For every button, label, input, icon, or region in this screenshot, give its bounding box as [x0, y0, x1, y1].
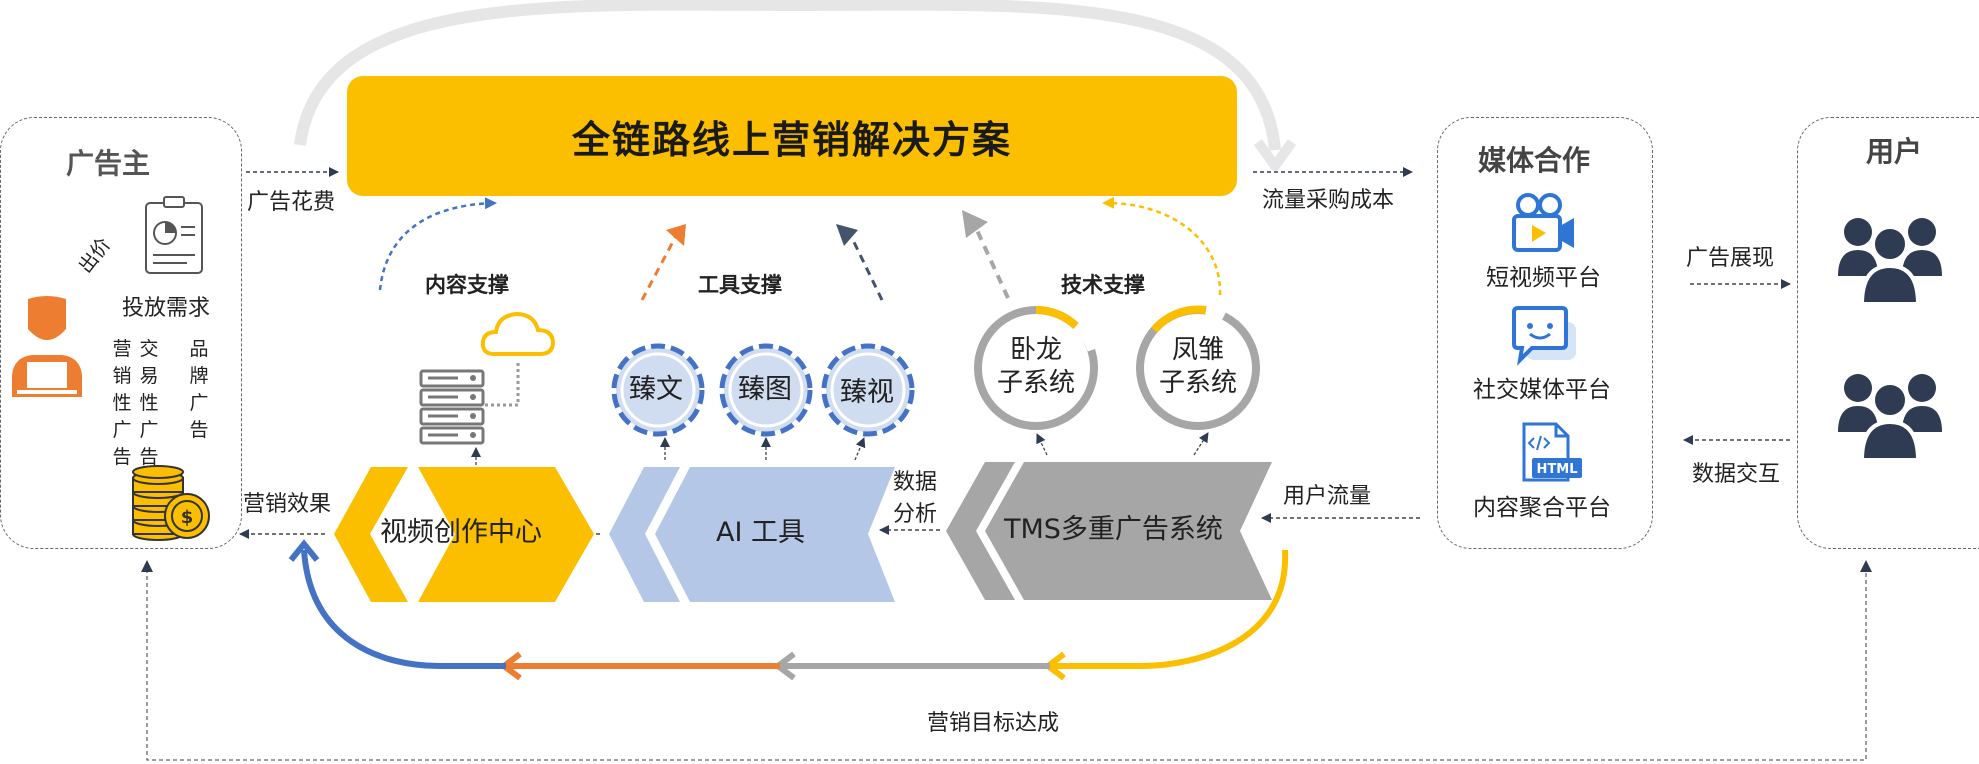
tool-circle-zhentu	[719, 343, 813, 437]
loop-blue	[301, 549, 506, 669]
col3-char: 广	[189, 392, 209, 414]
tech-support-arrow-gray	[974, 227, 1010, 299]
video-camera-icon	[1512, 193, 1574, 252]
ai-tools-label: AI 工具	[716, 517, 806, 548]
col1-char: 性	[112, 392, 132, 414]
subsystem-line: 子系统	[996, 367, 1075, 398]
users-title: 用户	[1866, 135, 1923, 168]
col3-char: 牌	[189, 365, 209, 387]
solution-title-bar: 全链路线上营销解决方案	[347, 76, 1237, 196]
chevron-video-center	[334, 467, 594, 602]
svg-text:$: $	[181, 507, 194, 528]
subsystem-line: 子系统	[1158, 367, 1237, 398]
subsystem-fengchu-label: 凤雏 子系统	[1134, 334, 1262, 399]
cloud-icon	[480, 311, 556, 356]
solution-title: 全链路线上营销解决方案	[571, 117, 1012, 162]
media-item-social: 社交媒体平台	[1473, 377, 1611, 403]
need-label: 投放需求	[122, 296, 211, 321]
tech-support-label: 技术支撑	[1061, 273, 1145, 297]
clipboard-chart-icon	[145, 196, 203, 274]
tool-label-zhentu: 臻图	[738, 374, 792, 405]
col2-char: 易	[139, 365, 159, 387]
media-item-short-video: 短视频平台	[1486, 265, 1601, 291]
col2-char: 广	[139, 419, 159, 441]
chevron-tms	[946, 462, 1272, 600]
chevron-ai-tools	[609, 467, 895, 602]
server-icon	[419, 369, 485, 445]
users-panel	[1797, 117, 1979, 549]
tool-circle-zhenwen	[611, 343, 705, 437]
coin-stack-icon: $	[132, 465, 210, 541]
tool-support-arrow-navy	[850, 237, 884, 301]
col2-char: 告	[139, 446, 159, 468]
html-file-icon: HTML	[1522, 422, 1582, 482]
col2-char: 性	[139, 392, 159, 414]
user-traffic-label: 用户流量	[1283, 484, 1372, 509]
data-analysis-label-1: 数据	[893, 470, 938, 495]
data-interaction-label: 数据交互	[1692, 462, 1781, 487]
col1-char: 告	[112, 446, 132, 468]
subsystem-line: 凤雏	[1171, 335, 1224, 365]
video-center-label: 视频创作中心	[380, 517, 542, 548]
col1-char: 广	[112, 419, 132, 441]
col2-char: 交	[139, 338, 159, 360]
data-analysis-label-2: 分析	[893, 502, 938, 527]
col1-char: 销	[112, 365, 132, 387]
col3-char: 告	[189, 419, 209, 441]
advertiser-panel	[0, 117, 242, 549]
subsystem-line: 卧龙	[1009, 335, 1062, 365]
user-group-icon	[1838, 374, 1942, 462]
ad-spend-label: 广告花费	[247, 190, 336, 215]
goal-achieved-loop	[146, 562, 1867, 761]
person-laptop-icon	[12, 296, 82, 397]
subsystem-wolong-label: 卧龙 子系统	[972, 334, 1100, 399]
brand-ad-column: 品 牌 广 告	[188, 336, 210, 444]
tool-label-zhenshi: 臻视	[840, 377, 894, 408]
tool-support-label: 工具支撑	[698, 273, 782, 297]
media-item-aggregator: 内容聚合平台	[1473, 495, 1611, 521]
subsystem-ring-wolong	[974, 306, 1098, 430]
loop-yellow	[1052, 549, 1289, 669]
tech-support-arrow-yellow	[1102, 196, 1222, 296]
subsystem-ring-fengchu	[1136, 305, 1260, 430]
media-title: 媒体合作	[1478, 144, 1591, 177]
svg-text:HTML: HTML	[1537, 462, 1578, 477]
top-loop-arrow	[294, 0, 1281, 151]
tool-circle-zhenshi	[821, 343, 915, 437]
content-support-label: 内容支撑	[425, 273, 509, 297]
user-group-icon	[1838, 218, 1942, 306]
col1-char: 营	[112, 338, 132, 360]
transaction-ad-column: 交 易 性 广 告	[138, 336, 160, 471]
goal-achieved-label: 营销目标达成	[927, 711, 1060, 736]
tool-support-arrow-orange	[640, 235, 678, 301]
marketing-effect-label: 营销效果	[243, 492, 332, 517]
chat-bubble-icon	[1512, 306, 1576, 366]
traffic-cost-label: 流量采购成本	[1262, 188, 1395, 213]
tms-label: TMS多重广告系统	[1004, 514, 1223, 545]
tool-label-zhenwen: 臻文	[629, 374, 683, 405]
advertiser-title: 广告主	[66, 147, 151, 180]
marketing-ad-column: 营 销 性 广 告	[111, 336, 133, 471]
col3-char: 品	[189, 338, 209, 360]
ad-display-label: 广告展现	[1686, 246, 1775, 271]
